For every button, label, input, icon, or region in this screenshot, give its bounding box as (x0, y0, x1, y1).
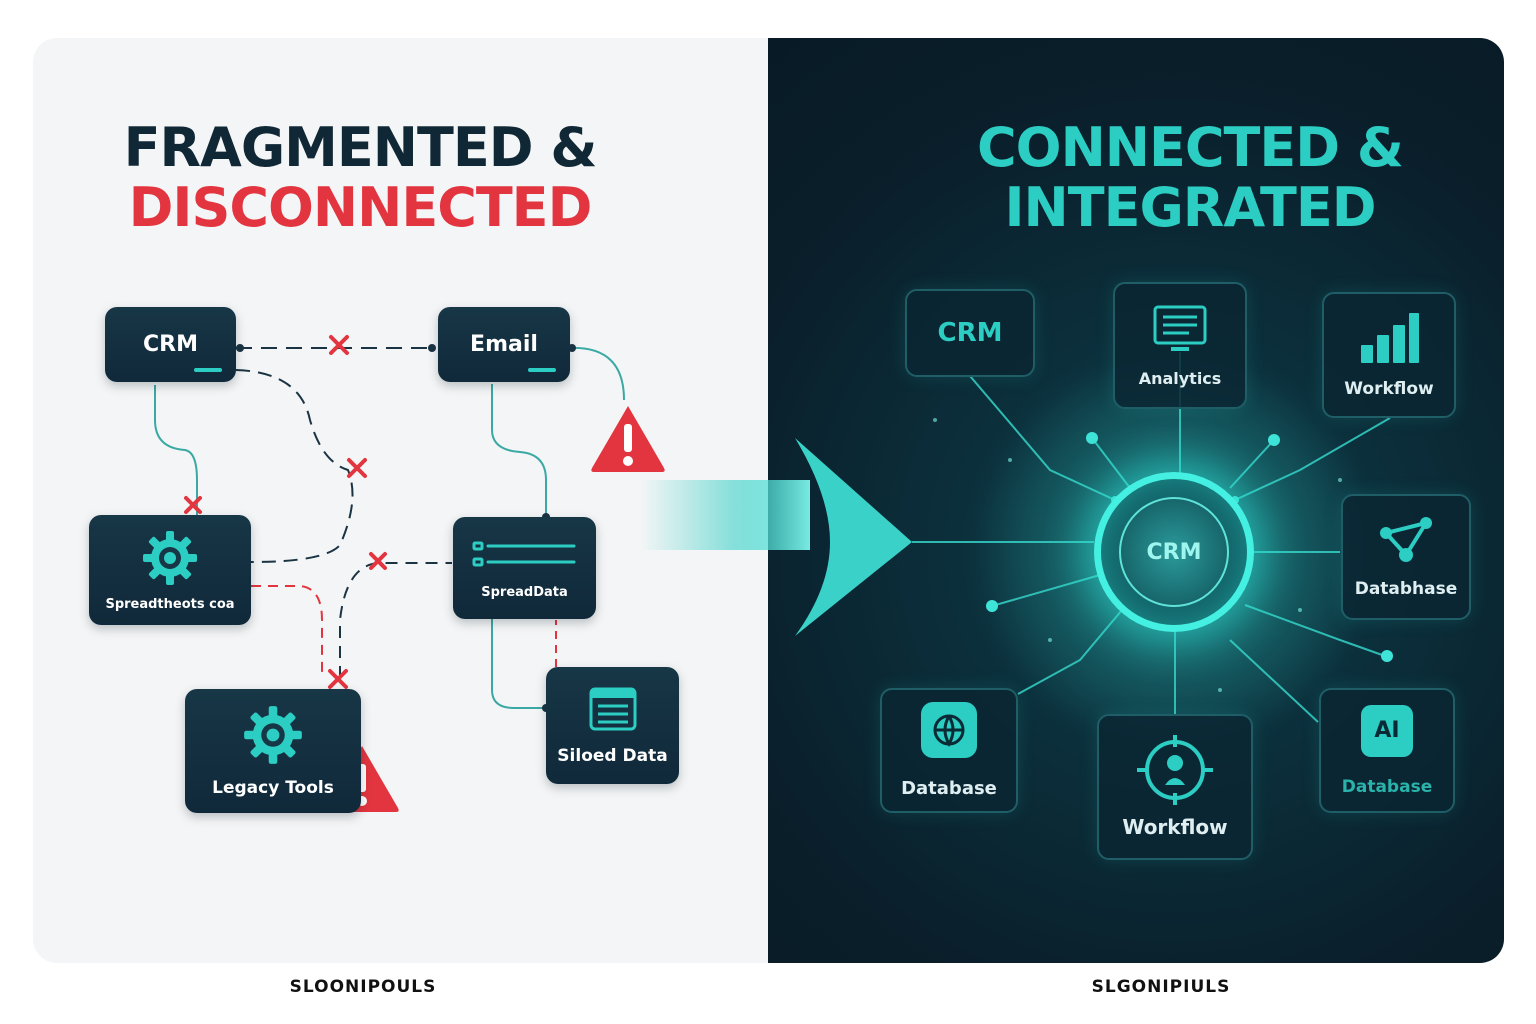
gear-icon (244, 706, 302, 764)
right-title-line1: CONNECTED & (977, 116, 1404, 179)
node-label: Database (901, 778, 997, 799)
node-siloed-data[interactable]: Siloed Data (546, 667, 679, 784)
robot-icon (1137, 735, 1213, 805)
monitor-icon (1153, 305, 1207, 351)
endpoint-dot (568, 344, 576, 352)
node-email[interactable]: Email (438, 307, 570, 382)
spoke-dot (1086, 432, 1098, 444)
ai-chip-icon: AI (1361, 704, 1413, 757)
link-legacy-spreaddata (339, 562, 452, 678)
node-accent (528, 368, 556, 372)
node-label: CRM (143, 332, 198, 357)
spoke-dot (1381, 650, 1393, 662)
node-label: Email (470, 332, 538, 357)
link-email-alert (569, 346, 625, 401)
spoke-ai (1229, 639, 1319, 723)
link-spread-spreaddata (251, 585, 323, 676)
node-databhase[interactable]: Databhase (1341, 494, 1471, 620)
ai-chip-label: AI (1374, 718, 1400, 743)
endpoint-dot (236, 344, 244, 352)
node-label: CRM (937, 318, 1003, 348)
node-spreaddata[interactable]: SpreadData (453, 517, 596, 619)
globe-icon (933, 714, 965, 748)
hub-crm[interactable]: CRM (1094, 472, 1254, 632)
node-spreadsheets[interactable]: Spreadtheots coa (89, 515, 251, 625)
spoke-crm (969, 375, 1116, 501)
hub-core: CRM (1119, 497, 1229, 607)
node-label: Legacy Tools (212, 778, 334, 798)
endpoint-dot (428, 344, 436, 352)
spoke-workflow (1234, 417, 1391, 501)
node-accent (194, 368, 222, 372)
spoke-dot-top-right (1229, 439, 1275, 489)
transition-arrow (640, 438, 912, 636)
node-analytics[interactable]: Analytics (1113, 282, 1247, 409)
node-label: SpreadData (481, 584, 568, 600)
spoke-dot (1268, 434, 1280, 446)
spoke-database-left (1017, 609, 1123, 695)
node-crm-connected[interactable]: CRM (905, 289, 1035, 377)
node-database[interactable]: Database (880, 688, 1018, 813)
link-crm-spreaddata (235, 369, 354, 563)
network-icon (1380, 517, 1432, 562)
right-footer: SLGONIPIULS (1091, 977, 1231, 997)
database-icon (921, 702, 977, 758)
node-label: Siloed Data (557, 745, 668, 766)
right-title-line2: INTEGRATED (1004, 176, 1376, 239)
node-label: Database (1341, 776, 1433, 797)
right-title: CONNECTED & INTEGRATED (890, 118, 1490, 238)
spoke-database-right (1244, 604, 1386, 657)
node-label: Workflow (1122, 815, 1228, 839)
alert-icon (591, 406, 665, 472)
node-legacy-tools[interactable]: Legacy Tools (185, 689, 361, 813)
bar-chart-icon (1361, 313, 1419, 363)
left-footer: SLOONIPOULS (289, 977, 437, 997)
node-crm[interactable]: CRM (105, 307, 236, 382)
x-mark-1 (329, 335, 349, 355)
x-mark-2 (347, 458, 367, 478)
node-ai-database[interactable]: AI Database (1319, 688, 1455, 813)
spoke-dot (986, 600, 998, 612)
broken-link-markers (184, 335, 387, 689)
node-label: Databhase (1354, 579, 1458, 599)
hub-label: CRM (1146, 539, 1202, 565)
link-spreaddata-siloed (491, 619, 546, 709)
link-email-spreaddata (491, 384, 547, 517)
spoke-dot-top-left (1091, 437, 1131, 489)
document-icon (589, 687, 636, 730)
spoke-dot-left (991, 574, 1101, 607)
x-mark-4 (184, 496, 202, 514)
node-workflow-chart[interactable]: Workflow (1322, 292, 1456, 418)
link-crm-spread (154, 385, 198, 515)
node-workflow[interactable]: Workflow (1097, 714, 1253, 860)
hub-spokes (912, 352, 1391, 723)
left-title: FRAGMENTED & DISCONNECTED (60, 118, 660, 238)
x-mark-5 (328, 669, 348, 689)
node-label: Workflow (1344, 379, 1434, 399)
gear-icon (143, 530, 197, 585)
x-mark-3 (369, 552, 387, 570)
left-title-line2: DISCONNECTED (128, 176, 593, 239)
node-label: Spreadtheots coa (105, 596, 235, 612)
sparkles (933, 418, 1342, 692)
list-icon (472, 541, 575, 566)
node-label: Analytics (1138, 369, 1222, 388)
left-title-line1: FRAGMENTED & (123, 116, 598, 179)
